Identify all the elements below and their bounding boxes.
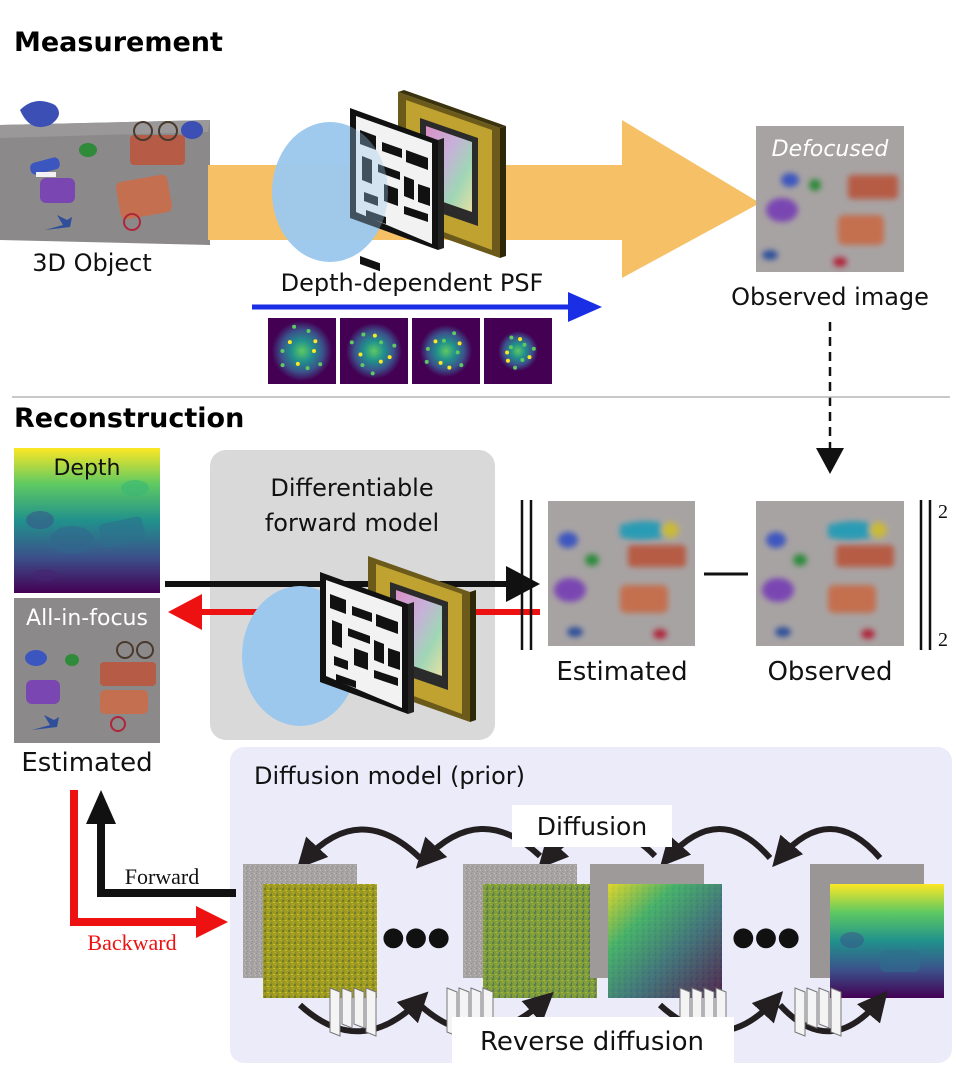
reverse-label-box — [452, 1017, 734, 1063]
forward-model-line2: forward model — [265, 509, 439, 537]
estimated-left-label: Estimated — [21, 748, 152, 778]
psf-speckle — [361, 332, 366, 337]
all-in-focus-label: All-in-focus — [26, 606, 148, 631]
estimated-label: Estimated — [556, 657, 687, 687]
image-stack-3 — [590, 864, 722, 998]
psf-speckle — [441, 338, 446, 343]
depth-map — [14, 448, 160, 593]
psf-label: Depth-dependent PSF — [281, 269, 544, 297]
psf-speckle — [280, 349, 285, 353]
forward-label: Forward — [125, 864, 200, 889]
psf-speckle — [358, 352, 363, 357]
psf-speckle — [447, 365, 452, 370]
psf-speckle — [518, 337, 523, 342]
psf-speckle — [370, 371, 375, 376]
measurement-title: Measurement — [14, 27, 223, 58]
optics-bottom — [242, 556, 476, 726]
psf-speckle — [379, 340, 384, 345]
dashed-arrow-head — [816, 448, 844, 474]
network-layer — [818, 987, 830, 1029]
backward-arrow-l — [70, 790, 228, 938]
optics-top — [272, 90, 506, 272]
psf-speckle — [349, 340, 354, 345]
psf-arrow-head — [568, 292, 602, 322]
psf-speckle — [372, 333, 377, 338]
psf-speckle — [452, 331, 457, 336]
object-scene — [0, 101, 210, 245]
network-layer — [830, 987, 842, 1037]
backward-label: Backward — [87, 930, 176, 955]
psf-speckle — [425, 346, 430, 351]
network-layer — [329, 987, 341, 1037]
psf-speckle — [287, 340, 292, 345]
image-stack-4 — [810, 864, 944, 998]
psf-speckle — [438, 360, 443, 365]
psf-speckle — [520, 357, 525, 362]
network-layer — [794, 987, 806, 1037]
norm-left-bars — [520, 500, 533, 650]
object-label: 3D Object — [32, 249, 152, 277]
psf-spot — [272, 321, 332, 381]
psf-speckle — [531, 346, 536, 351]
psf-speckle — [433, 339, 438, 344]
psf-speckle — [508, 345, 513, 350]
psf-speckle — [295, 361, 300, 366]
psf-speckle — [378, 359, 383, 364]
diffusion-label: Diffusion — [537, 812, 647, 841]
psf-speckle — [455, 350, 460, 355]
psf-speckle — [360, 363, 365, 368]
ellipsis-1: ●●● — [382, 922, 450, 952]
reverse-diffusion-label: Reverse diffusion — [480, 1027, 704, 1057]
coded-mask-icon-2 — [320, 572, 414, 714]
psf-speckle — [509, 335, 514, 340]
depth-label: Depth — [53, 456, 120, 481]
observed-defocused-image — [756, 126, 904, 272]
psf-speckle — [424, 359, 429, 364]
defocused-label: Defocused — [772, 137, 890, 162]
psf-speckle — [522, 342, 527, 347]
psf-speckle — [505, 350, 510, 355]
psf-speckle — [318, 362, 323, 367]
diffusion-label-box — [512, 805, 672, 847]
psf-tiles — [268, 318, 552, 384]
backward-model-arrow-head — [168, 594, 202, 630]
network-layer — [341, 987, 353, 1029]
psf-speckle — [387, 355, 392, 360]
coded-mask-icon — [350, 108, 444, 272]
psf-speckle — [305, 366, 310, 371]
all-in-focus-image — [14, 598, 160, 743]
psf-speckle — [306, 329, 311, 334]
network-layer — [806, 987, 818, 1029]
estimated-image — [548, 501, 695, 646]
psf-speckle — [292, 324, 297, 329]
psf-spot — [420, 325, 472, 377]
psf-speckle — [392, 343, 397, 348]
psf-speckle — [505, 358, 510, 363]
observed-image-label: Observed image — [731, 283, 929, 311]
psf-speckle — [459, 363, 464, 368]
psf-speckle — [313, 339, 318, 344]
psf-speckle — [312, 349, 316, 353]
forward-model-line1: Differentiable — [270, 474, 433, 502]
observed-label: Observed — [767, 657, 892, 687]
norm-right-bars — [919, 500, 932, 650]
diffusion-box-label: Diffusion model (prior) — [254, 762, 525, 790]
network-layer — [353, 987, 365, 1029]
network-layer — [365, 987, 377, 1037]
image-stack-1 — [243, 864, 377, 998]
reconstruction-title: Reconstruction — [14, 403, 244, 434]
psf-spot — [346, 323, 402, 379]
ellipsis-2: ●●● — [732, 922, 800, 952]
psf-speckle — [280, 363, 285, 368]
psf-speckle — [457, 341, 462, 346]
image-stack-2 — [463, 864, 597, 998]
norm-subscript: 2 — [938, 629, 948, 651]
psf-speckle — [527, 355, 532, 360]
observed-image — [756, 501, 904, 646]
psf-speckle — [513, 365, 518, 370]
forward-arrow-l — [86, 790, 236, 897]
norm-superscript: 2 — [938, 501, 948, 523]
psf-spot — [498, 331, 538, 371]
